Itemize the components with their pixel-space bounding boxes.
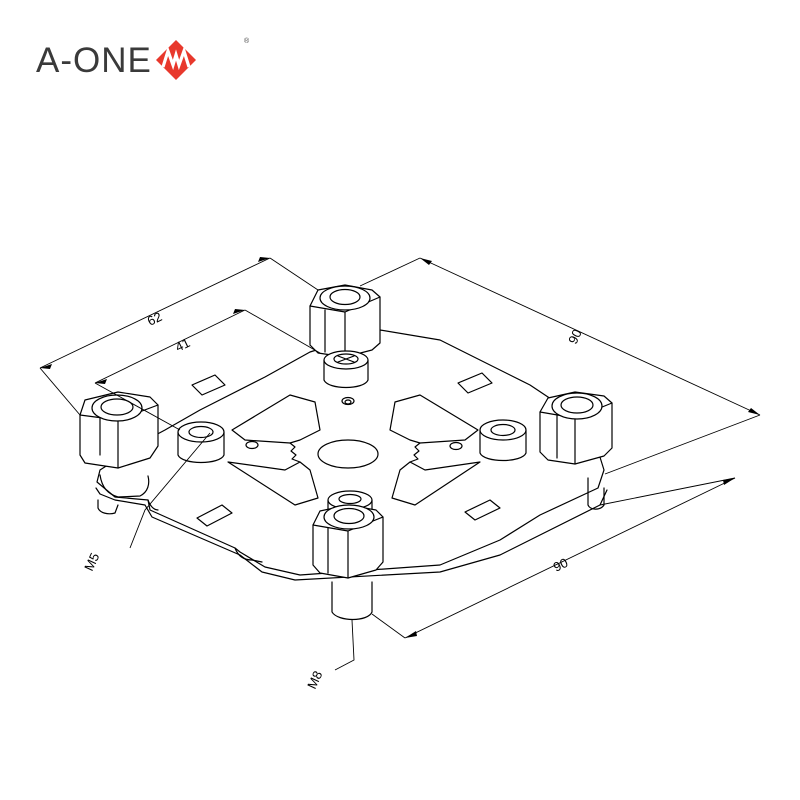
- slot-pockets: [191, 372, 501, 527]
- brand-mark-icon: [155, 40, 196, 80]
- hex-nut-right: [539, 391, 613, 510]
- dimension-lines: [39, 257, 761, 671]
- m5-screw-left: [177, 421, 225, 464]
- base-plate: [95, 329, 608, 581]
- m5-screw-right: [479, 419, 527, 462]
- dim-label-90-bottom: 90: [551, 555, 571, 575]
- brand-name: A-ONE: [36, 40, 152, 80]
- spring-star-cutout: [227, 394, 481, 506]
- callout-m8: M8: [304, 669, 325, 692]
- brand-logo: A-ONE: [36, 38, 197, 82]
- dim-label-90-top: 90: [565, 327, 585, 346]
- hex-nut-top: [309, 284, 381, 389]
- hex-nut-front: [312, 490, 384, 621]
- hex-nut-left: [79, 391, 159, 515]
- registered-mark: ®: [244, 38, 250, 45]
- callout-m5: M5: [81, 551, 102, 574]
- dimension-arrows: [40, 257, 760, 638]
- dim-label-41: 41: [173, 335, 193, 355]
- dim-label-62: 62: [145, 309, 165, 329]
